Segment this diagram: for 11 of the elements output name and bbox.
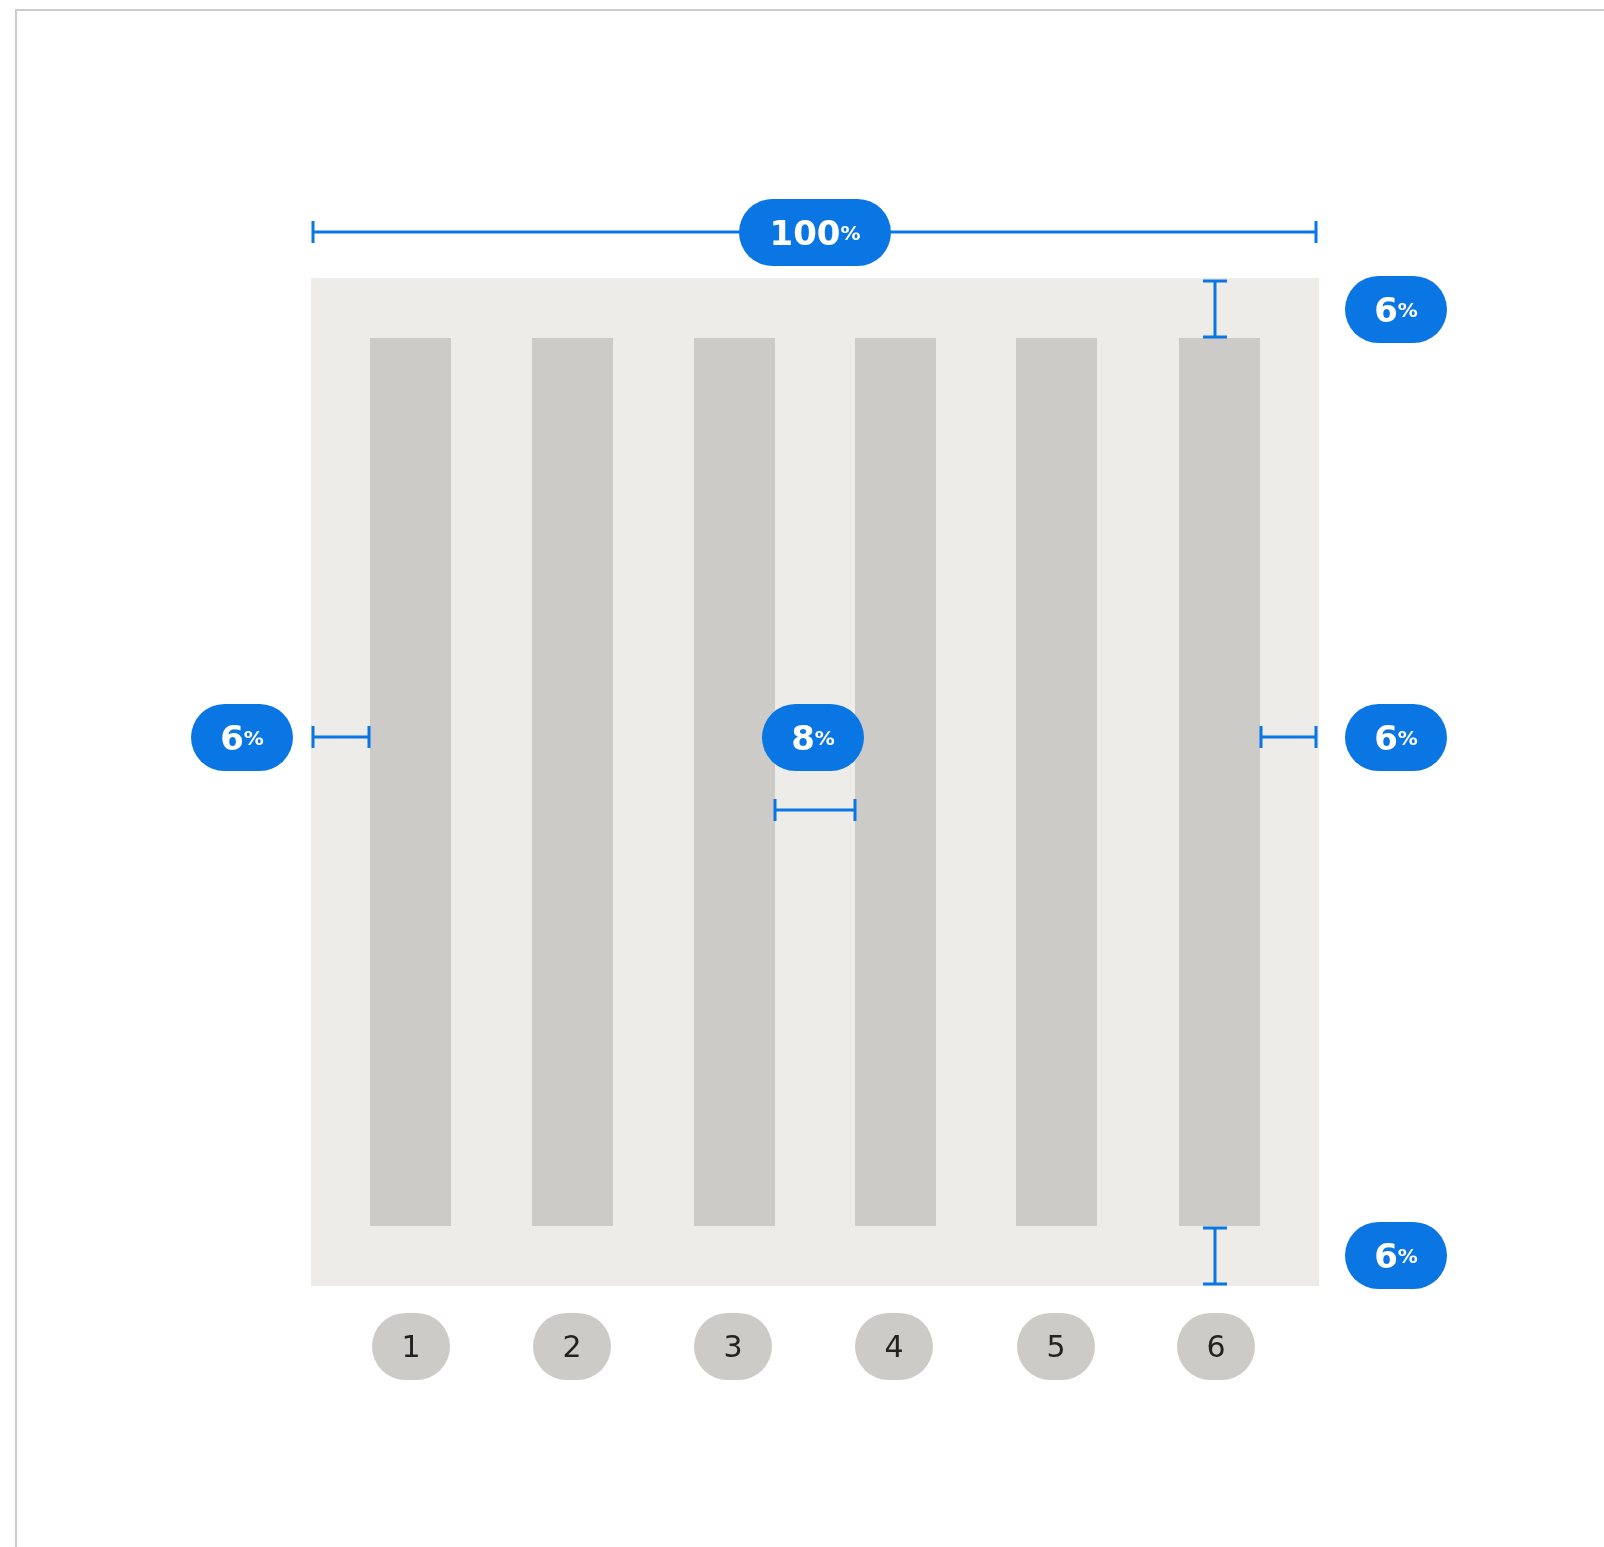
column-number: 1: [372, 1313, 450, 1380]
column-number: 4: [855, 1313, 933, 1380]
column-number: 2: [533, 1313, 611, 1380]
dimension-value: 6$^{%}$: [191, 704, 293, 771]
column-number: 3: [694, 1313, 772, 1380]
dimension-value: 6$^{%}$: [1345, 704, 1447, 771]
dimension-value: 6$^{%}$: [1345, 276, 1447, 343]
column-number: 6: [1177, 1313, 1255, 1380]
column-number: 5: [1017, 1313, 1095, 1380]
dimension-value: 6$^{%}$: [1345, 1222, 1447, 1289]
dimension-value: 100$^{%}$: [739, 199, 891, 266]
